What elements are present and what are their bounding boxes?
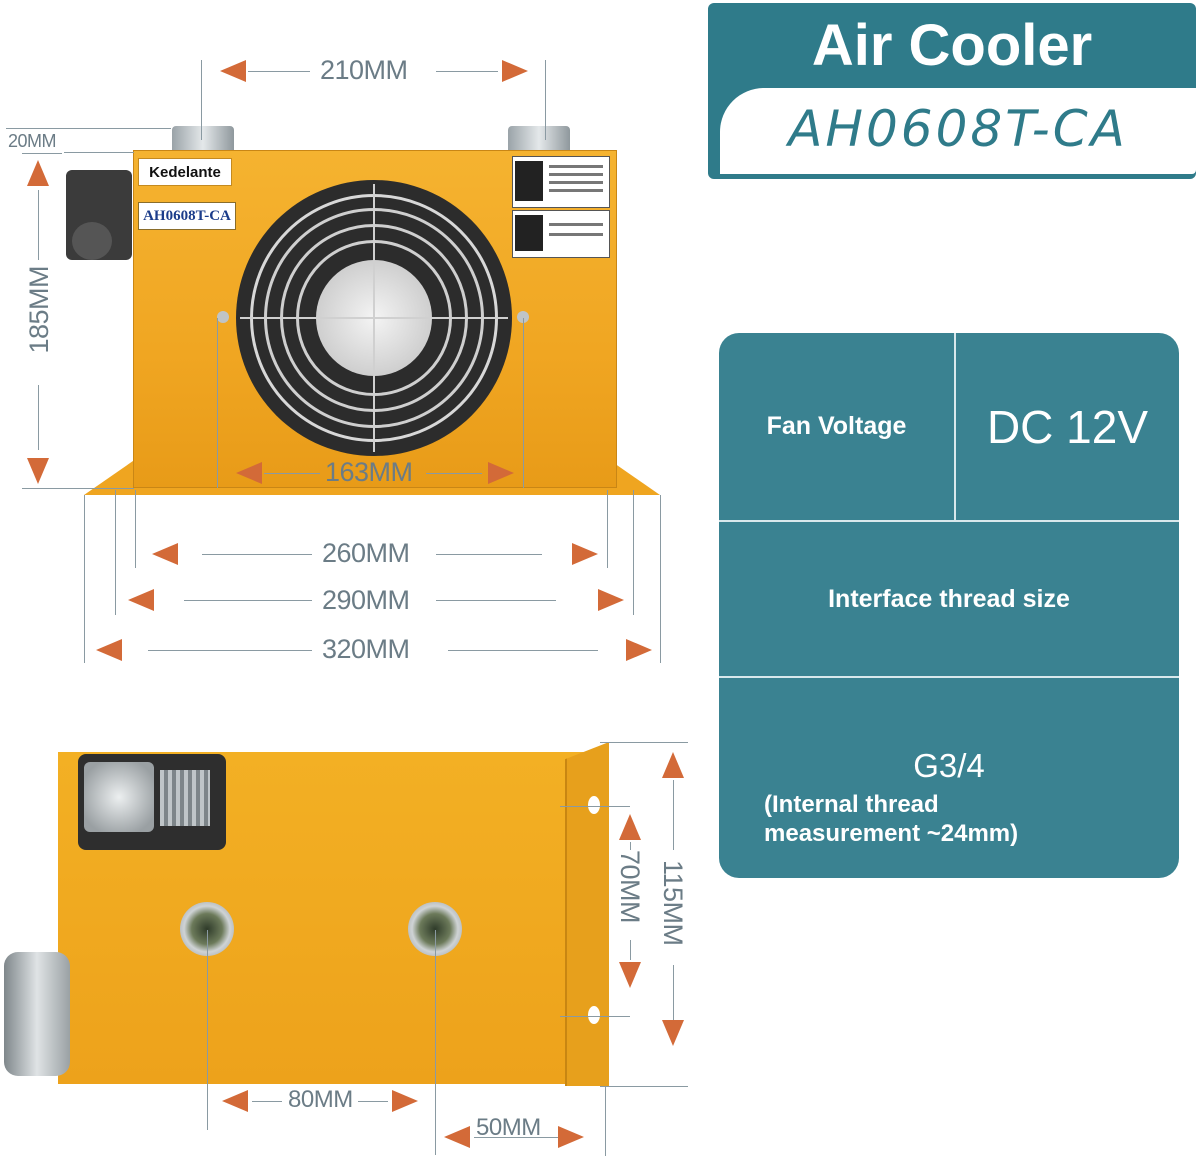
dim-arrow	[488, 462, 514, 484]
bracket-hole-bottom	[588, 1006, 600, 1024]
dim-width-260: 260MM	[322, 538, 410, 568]
dim-arrow	[502, 60, 528, 82]
side-large-port	[4, 952, 70, 1076]
dim-arrow	[444, 1126, 470, 1148]
dim-arrow	[662, 1020, 684, 1046]
dim-arrow	[572, 543, 598, 565]
warning-hand-icon	[515, 161, 543, 201]
dim-arrow	[619, 814, 641, 840]
thread-note-line-2: measurement ~24mm)	[764, 820, 1019, 847]
dim-arrow	[392, 1090, 418, 1112]
dim-arrow	[236, 462, 262, 484]
model-plate: AH0608T-CA	[138, 202, 236, 230]
warning-label-hand	[512, 156, 610, 208]
dim-arrow	[626, 639, 652, 661]
bracket-hole-top	[588, 796, 600, 814]
dim-port-spacing: 210MM	[320, 55, 408, 85]
fan-voltage-value: DC 12V	[986, 400, 1149, 453]
connector-gland-side	[160, 770, 210, 826]
dim-width-290: 290MM	[322, 585, 410, 615]
outlet-port	[508, 126, 570, 154]
dim-arrow	[152, 543, 178, 565]
dim-port-height: 20MM	[8, 131, 57, 151]
dim-height: 185MM	[24, 266, 54, 354]
fan-guard-bar-horizontal	[240, 317, 508, 319]
connector-gland	[72, 222, 112, 260]
dim-arrow	[220, 60, 246, 82]
dim-width-320: 320MM	[322, 634, 410, 664]
thread-note: (Internal thread measurement ~24mm)	[764, 790, 1018, 848]
dim-bracket-holes: 70MM	[615, 850, 645, 924]
connector-terminal	[84, 762, 154, 832]
product-title: Air Cooler	[811, 13, 1093, 78]
dim-arrow	[27, 458, 49, 484]
dim-arrow	[598, 589, 624, 611]
dim-arrow	[27, 160, 49, 186]
fan-voltage-label: Fan Voltage	[766, 412, 907, 440]
dim-bracket-height: 115MM	[658, 860, 688, 946]
dim-port-spacing-side: 80MM	[288, 1086, 353, 1113]
spec-divider-vertical	[954, 333, 956, 521]
spec-divider-1	[719, 520, 1179, 522]
dim-arrow	[558, 1126, 584, 1148]
thread-note-line-1: (Internal thread	[764, 791, 939, 818]
dim-fan-mount: 163MM	[325, 457, 413, 487]
interface-thread-label: Interface thread size	[828, 584, 1070, 613]
dim-arrow	[222, 1090, 248, 1112]
inlet-port	[172, 126, 234, 154]
fan-screw-right	[517, 311, 529, 323]
dim-port-offset: 50MM	[476, 1114, 541, 1141]
product-model: AH0608T-CA	[788, 100, 1128, 158]
thread-value: G3/4	[913, 747, 985, 784]
dim-arrow	[128, 589, 154, 611]
warning-label-fan	[512, 210, 610, 258]
warning-fan-icon	[515, 215, 543, 251]
mounting-bracket	[565, 742, 609, 1086]
title-model-band	[720, 88, 1196, 174]
brand-label: Kedelante	[138, 158, 232, 186]
spec-divider-2	[719, 676, 1179, 678]
dim-arrow	[662, 752, 684, 778]
dim-arrow	[96, 639, 122, 661]
fan-screw-left	[217, 311, 229, 323]
spec-table: Fan Voltage DC 12V Interface thread size…	[719, 333, 1179, 878]
dim-arrow	[619, 962, 641, 988]
